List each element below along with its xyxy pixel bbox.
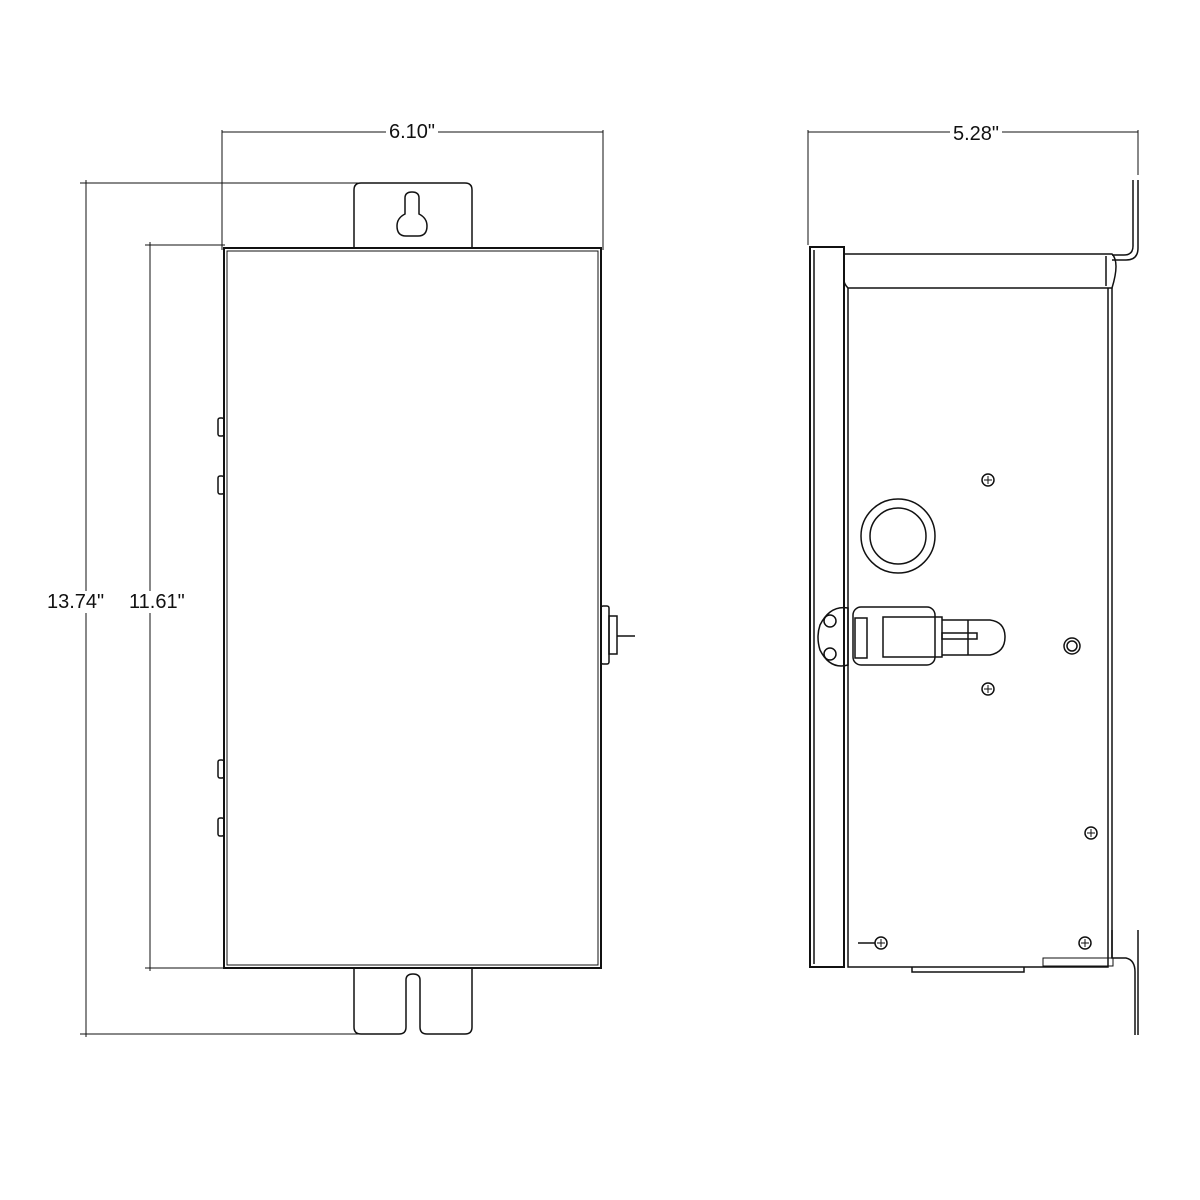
bottom-mounting-tab [353, 968, 473, 1035]
front-cover-edge [809, 246, 845, 968]
keyhole-slot [396, 191, 428, 237]
side-depth-label: 5.28" [950, 123, 1003, 145]
box-height-label: 11.61" [126, 591, 188, 613]
front-width-label: 6.10" [386, 121, 439, 143]
overall-height-label: 13.74" [44, 591, 108, 613]
enclosure-front [223, 247, 602, 969]
latch [817, 606, 1006, 667]
top-mounting-tab [353, 182, 473, 248]
side-view [807, 130, 1139, 1035]
knockout-hole [860, 498, 936, 574]
screws [858, 473, 1098, 950]
front-view [80, 130, 635, 1037]
